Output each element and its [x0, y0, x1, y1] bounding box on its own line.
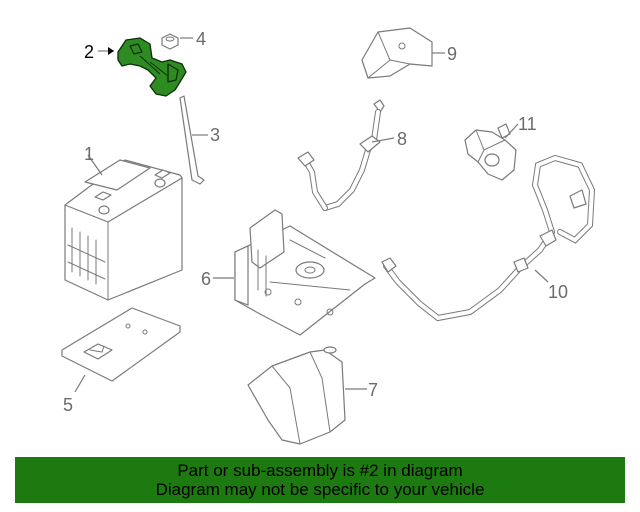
- leader-lines: [74, 37, 549, 393]
- part-8-negative-cable[interactable]: [297, 99, 385, 211]
- callout-5: 5: [63, 395, 73, 415]
- callout-7: 7: [368, 380, 378, 400]
- callout-labels: 1 2 3 4 5 6 7 8 9 10 11: [63, 29, 568, 415]
- part-5-battery-tray[interactable]: [61, 307, 181, 382]
- part-4-nut[interactable]: [161, 33, 179, 50]
- part-6-battery-support[interactable]: [234, 209, 376, 336]
- part-2-battery-terminal[interactable]: [117, 37, 187, 97]
- banner-line-2: Diagram may not be specific to your vehi…: [155, 480, 485, 499]
- callout-9: 9: [447, 44, 457, 64]
- callout-2: 2: [84, 42, 94, 62]
- callout-4: 4: [196, 29, 206, 49]
- part-11-fusible-link[interactable]: [464, 123, 517, 181]
- callout-1: 1: [84, 144, 94, 164]
- part-10-positive-cable[interactable]: [381, 154, 596, 322]
- info-banner: Part or sub-assembly is #2 in diagram Di…: [15, 457, 625, 503]
- part-7-heat-shield[interactable]: [247, 346, 346, 445]
- callout-10: 10: [548, 282, 568, 302]
- callout-3: 3: [210, 125, 220, 145]
- banner-line-1: Part or sub-assembly is #2 in diagram: [177, 461, 463, 480]
- part-9-terminal-cover[interactable]: [361, 27, 433, 79]
- callout-8: 8: [397, 129, 407, 149]
- part-3-hold-down-rod[interactable]: [179, 95, 205, 185]
- part-1-battery[interactable]: [64, 159, 183, 301]
- callout-11: 11: [518, 114, 537, 134]
- parts-diagram: 1 2 3 4 5 6 7 8 9 10 11: [61, 27, 596, 445]
- callout-6: 6: [201, 269, 211, 289]
